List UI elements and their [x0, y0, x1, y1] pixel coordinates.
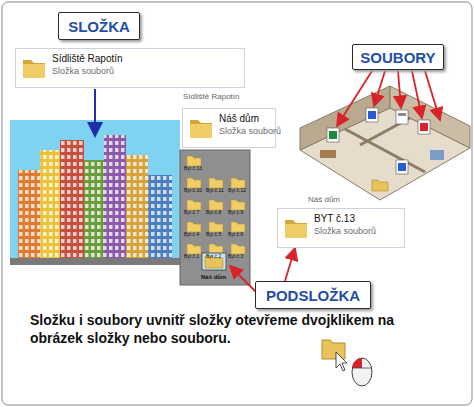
file-arrows — [337, 71, 440, 126]
folder-item: BYT č.13Složka souborů — [277, 208, 405, 248]
label-box: SOUBORY — [352, 44, 444, 70]
apartment-label: Byt č.4 — [184, 232, 199, 238]
item-type: Složka souborů — [52, 66, 238, 76]
path-label: Náš dům — [308, 196, 340, 205]
item-type: Složka souborů — [219, 126, 269, 136]
city-illustration — [10, 120, 180, 265]
apartment-label: Byt č.9 — [228, 210, 243, 216]
item-name: Sídliště Rapotín — [52, 53, 238, 64]
apartment-label: Byt č.2 — [206, 254, 221, 260]
label-box: SLOŽKA — [58, 12, 140, 40]
path-label: Sídliště Rapotín — [183, 93, 239, 102]
apartment-label: Byt č.11 — [206, 188, 224, 194]
apartment-label: Byt č.1 — [184, 254, 199, 260]
label-box: PODSLOŽKA — [255, 281, 371, 309]
leader-arrow — [94, 89, 96, 136]
apartment-label: Byt č.13 — [184, 166, 202, 172]
house-illustration — [180, 150, 250, 285]
double-click-icon — [322, 340, 372, 386]
apartment-label: Náš dům — [201, 274, 226, 281]
apartment-label: Byt č.12 — [228, 188, 246, 194]
apartment-label: Byt č.10 — [184, 188, 202, 194]
apartment-label: Byt č.6 — [228, 232, 243, 238]
folder-item: Náš důmSložka souborů — [182, 108, 276, 148]
item-type: Složka souborů — [314, 226, 398, 236]
item-name: SLOŽKA — [68, 18, 130, 35]
folder-item: Sídliště RapotínSložka souborů — [15, 48, 245, 88]
item-name: BYT č.13 — [314, 213, 398, 224]
item-name: Náš dům — [219, 113, 269, 124]
apartment-label: Byt č.8 — [206, 210, 221, 216]
folder-icon — [189, 116, 213, 140]
item-name: PODSLOŽKA — [266, 287, 360, 304]
folder-icon — [22, 56, 46, 80]
flat-illustration — [300, 86, 470, 200]
caption: Složku i soubory uvnitř složky otevřeme … — [30, 312, 450, 347]
leader-arrow — [230, 266, 256, 292]
connector-arrow — [285, 248, 295, 281]
apartment-label: Byt č.3 — [228, 254, 243, 260]
item-name: SOUBORY — [360, 49, 435, 66]
apartment-label: Byt č.7 — [184, 210, 199, 216]
folder-icon — [284, 216, 308, 240]
apartment-label: Byt č.5 — [206, 232, 221, 238]
